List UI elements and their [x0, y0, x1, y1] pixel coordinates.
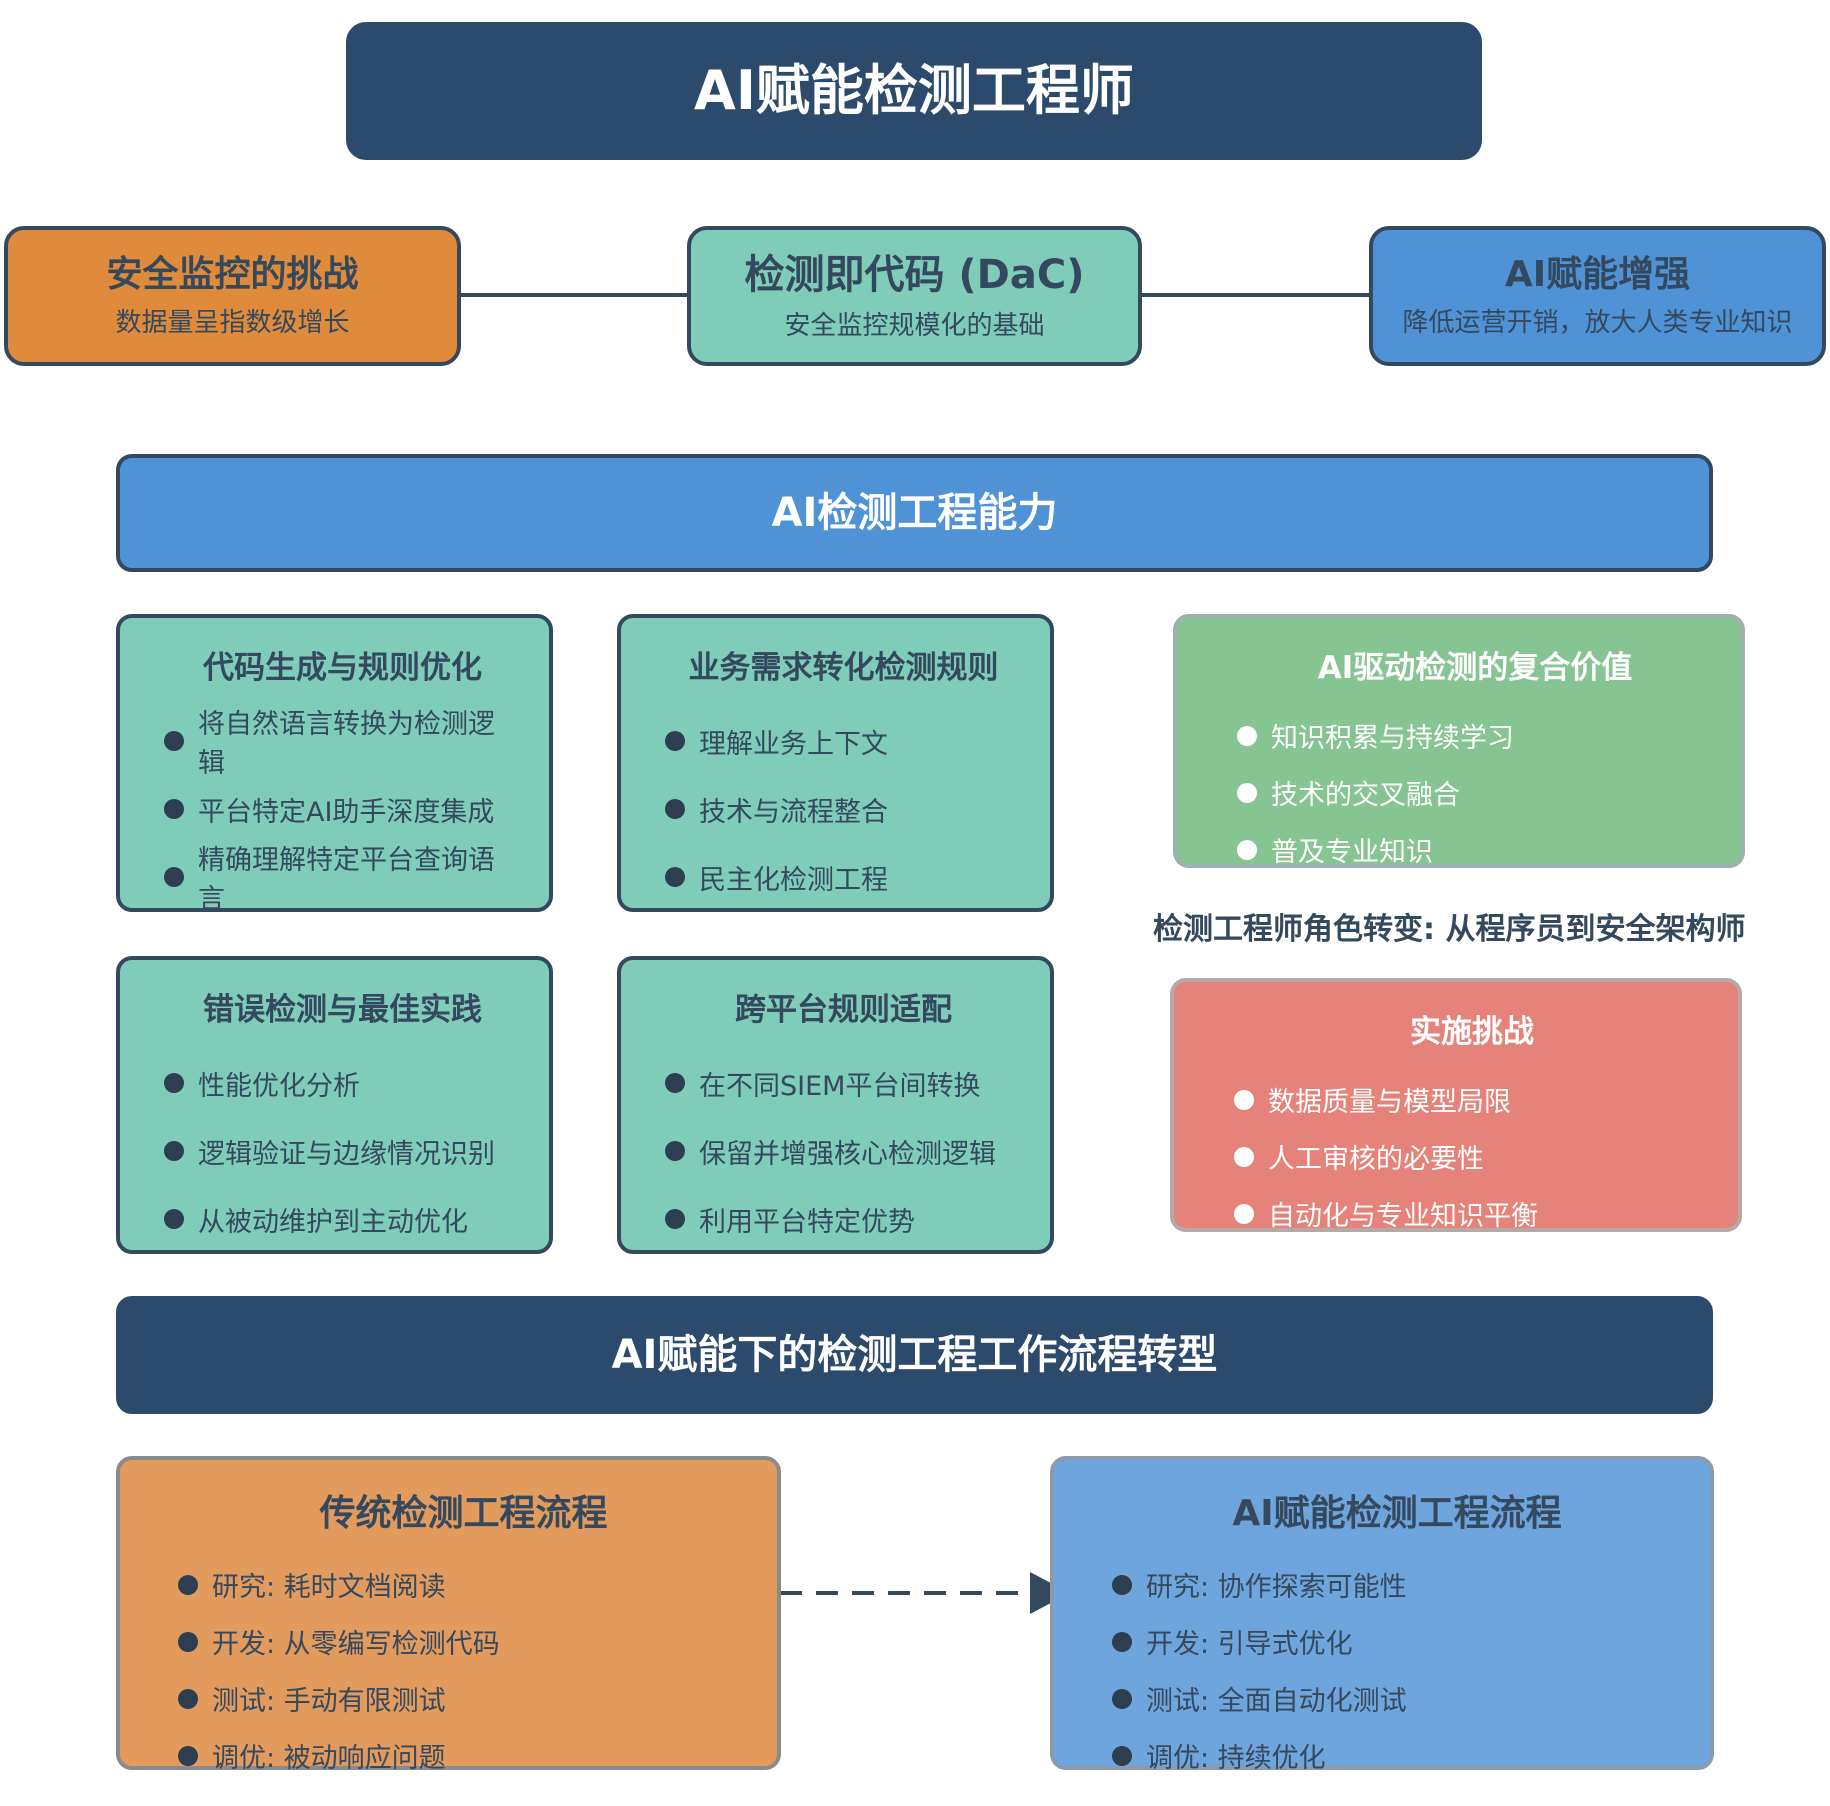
card-implementation-challenges: 实施挑战 数据质量与模型局限 人工审核的必要性 自动化与专业知识平衡	[1170, 978, 1742, 1232]
bullet-icon	[1237, 782, 1257, 803]
list-item: 测试: 手动有限测试	[178, 1670, 749, 1727]
list-item: 开发: 从零编写检测代码	[178, 1613, 749, 1670]
bullet-icon	[665, 1141, 685, 1161]
bullet-icon	[1234, 1089, 1254, 1110]
list-item: 理解业务上下文	[665, 707, 1022, 775]
bullet-icon	[164, 1209, 184, 1229]
capabilities-title: AI检测工程能力	[771, 490, 1058, 536]
card-error-detection: 错误检测与最佳实践 性能优化分析 逻辑验证与边缘情况识别 从被动维护到主动优化	[116, 956, 553, 1254]
list-item: 保留并增强核心检测逻辑	[665, 1117, 1022, 1185]
list-item: 开发: 引导式优化	[1112, 1613, 1682, 1670]
main-title-box: AI赋能检测工程师	[346, 22, 1482, 160]
card-title: 代码生成与规则优化	[203, 650, 482, 686]
bullet-icon	[1112, 1745, 1132, 1766]
bullet-icon	[178, 1631, 198, 1652]
ai-enhance-title: AI赋能增强	[1504, 253, 1691, 295]
bullet-icon	[178, 1745, 198, 1766]
card-title: 实施挑战	[1410, 1014, 1534, 1050]
bullet-icon	[1234, 1203, 1254, 1224]
list-item: 研究: 耗时文档阅读	[178, 1556, 749, 1613]
bullet-icon	[178, 1574, 198, 1595]
card-list: 研究: 协作探索可能性 开发: 引导式优化 测试: 全面自动化测试 调优: 持续…	[1112, 1556, 1682, 1784]
card-code-generation: 代码生成与规则优化 将自然语言转换为检测逻辑 平台特定AI助手深度集成 精确理解…	[116, 614, 553, 915]
challenge-summary-subtitle: 数据量呈指数级增长	[115, 308, 350, 339]
list-item: 平台特定AI助手深度集成	[164, 775, 521, 843]
list-item: 调优: 持续优化	[1112, 1727, 1682, 1784]
list-item: 逻辑验证与边缘情况识别	[164, 1117, 521, 1185]
card-list: 性能优化分析 逻辑验证与边缘情况识别 从被动维护到主动优化	[164, 1049, 521, 1253]
ai-enhance-subtitle: 降低运营开销，放大人类专业知识	[1402, 308, 1793, 339]
bullet-icon	[1237, 839, 1257, 860]
bullet-icon	[1112, 1688, 1132, 1709]
card-list: 理解业务上下文 技术与流程整合 民主化检测工程	[665, 707, 1022, 911]
main-title: AI赋能检测工程师	[694, 58, 1134, 122]
list-item: 调优: 被动响应问题	[178, 1727, 749, 1784]
bullet-icon	[1234, 1146, 1254, 1167]
list-item: 利用平台特定优势	[665, 1185, 1022, 1253]
card-cross-platform: 跨平台规则适配 在不同SIEM平台间转换 保留并增强核心检测逻辑 利用平台特定优…	[617, 956, 1054, 1254]
bullet-icon	[1112, 1574, 1132, 1595]
list-item: 从被动维护到主动优化	[164, 1185, 521, 1253]
bullet-icon	[1112, 1631, 1132, 1652]
card-list: 在不同SIEM平台间转换 保留并增强核心检测逻辑 利用平台特定优势	[665, 1049, 1022, 1253]
bullet-icon	[665, 1073, 685, 1093]
card-list: 数据质量与模型局限 人工审核的必要性 自动化与专业知识平衡	[1234, 1071, 1710, 1242]
list-item: 测试: 全面自动化测试	[1112, 1670, 1682, 1727]
card-composite-value: AI驱动检测的复合价值 知识积累与持续学习 技术的交叉融合 普及专业知识	[1173, 614, 1745, 868]
bullet-icon	[164, 867, 184, 887]
list-item: 精确理解特定平台查询语言	[164, 843, 521, 915]
bullet-icon	[164, 731, 184, 751]
bullet-icon	[164, 1141, 184, 1161]
card-list: 知识积累与持续学习 技术的交叉融合 普及专业知识	[1237, 707, 1713, 878]
dac-box: 检测即代码 (DaC) 安全监控规模化的基础	[687, 226, 1142, 366]
bullet-icon	[164, 799, 184, 819]
list-item: 技术与流程整合	[665, 775, 1022, 843]
challenge-summary-box: 安全监控的挑战 数据量呈指数级增长	[4, 226, 461, 366]
list-item: 民主化检测工程	[665, 843, 1022, 911]
bullet-icon	[665, 731, 685, 751]
list-item: 研究: 协作探索可能性	[1112, 1556, 1682, 1613]
role-transition-caption: 检测工程师角色转变: 从程序员到安全架构师	[1153, 912, 1746, 947]
card-title: 传统检测工程流程	[319, 1493, 608, 1534]
list-item: 性能优化分析	[164, 1049, 521, 1117]
card-ai-flow: AI赋能检测工程流程 研究: 协作探索可能性 开发: 引导式优化 测试: 全面自…	[1050, 1456, 1714, 1774]
card-title: 错误检测与最佳实践	[203, 992, 482, 1028]
workflow-banner: AI赋能下的检测工程工作流程转型	[116, 1296, 1713, 1414]
dac-title: 检测即代码 (DaC)	[744, 251, 1085, 298]
list-item: 普及专业知识	[1237, 821, 1713, 878]
card-business-requirements: 业务需求转化检测规则 理解业务上下文 技术与流程整合 民主化检测工程	[617, 614, 1054, 912]
capabilities-banner: AI检测工程能力	[116, 454, 1713, 572]
dac-subtitle: 安全监控规模化的基础	[784, 310, 1045, 341]
card-title: 跨平台规则适配	[735, 992, 952, 1028]
list-item: 知识积累与持续学习	[1237, 707, 1713, 764]
workflow-title: AI赋能下的检测工程工作流程转型	[611, 1332, 1218, 1378]
bullet-icon	[1237, 725, 1257, 746]
card-list: 研究: 耗时文档阅读 开发: 从零编写检测代码 测试: 手动有限测试 调优: 被…	[178, 1556, 749, 1784]
list-item: 自动化与专业知识平衡	[1234, 1185, 1710, 1242]
bullet-icon	[164, 1073, 184, 1093]
list-item: 人工审核的必要性	[1234, 1128, 1710, 1185]
bullet-icon	[665, 799, 685, 819]
card-title: AI赋能检测工程流程	[1232, 1493, 1562, 1534]
card-title: 业务需求转化检测规则	[688, 650, 999, 686]
card-title: AI驱动检测的复合价值	[1317, 650, 1633, 686]
bullet-icon	[178, 1688, 198, 1709]
ai-enhance-box: AI赋能增强 降低运营开销，放大人类专业知识	[1369, 226, 1826, 366]
list-item: 将自然语言转换为检测逻辑	[164, 707, 521, 779]
list-item: 数据质量与模型局限	[1234, 1071, 1710, 1128]
list-item: 在不同SIEM平台间转换	[665, 1049, 1022, 1117]
card-traditional-flow: 传统检测工程流程 研究: 耗时文档阅读 开发: 从零编写检测代码 测试: 手动有…	[116, 1456, 781, 1774]
challenge-summary-title: 安全监控的挑战	[106, 253, 359, 295]
list-item: 技术的交叉融合	[1237, 764, 1713, 821]
card-list: 将自然语言转换为检测逻辑 平台特定AI助手深度集成 精确理解特定平台查询语言	[164, 707, 521, 915]
bullet-icon	[665, 867, 685, 887]
bullet-icon	[665, 1209, 685, 1229]
